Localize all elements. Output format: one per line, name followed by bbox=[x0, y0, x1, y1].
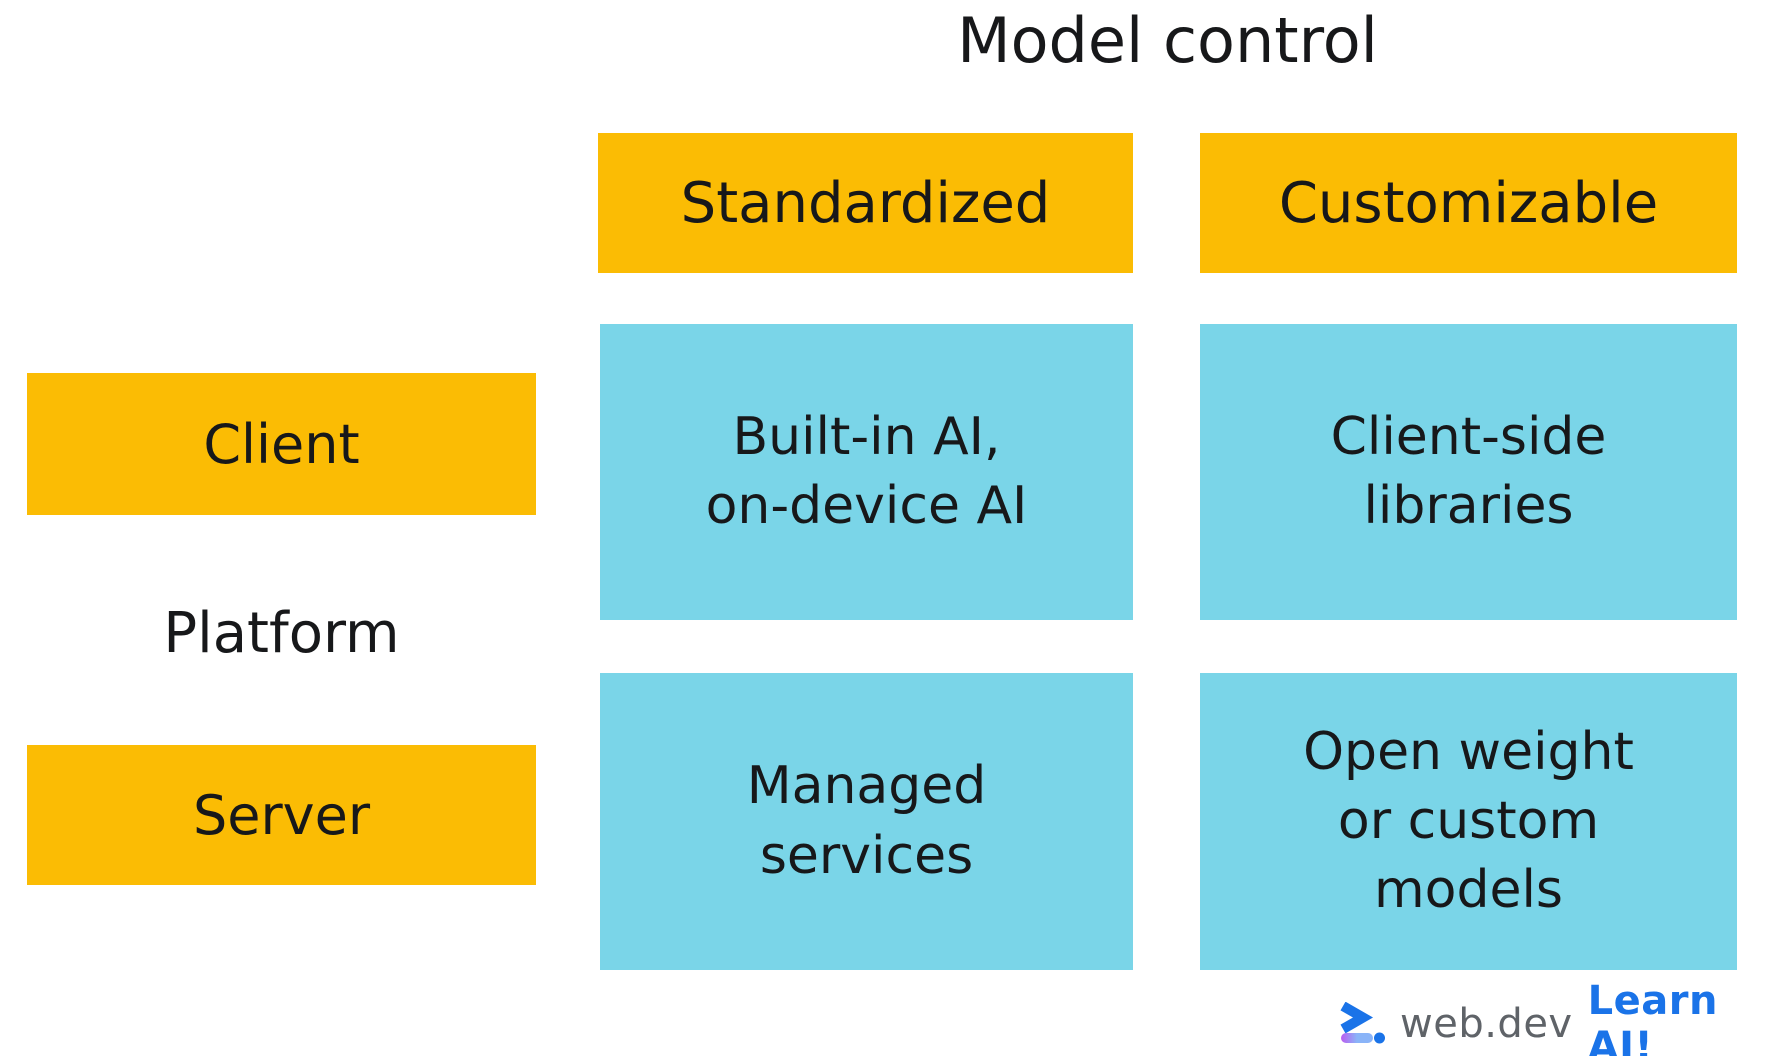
matrix-cell-client-customizable: Client-side libraries bbox=[1200, 324, 1737, 620]
webdev-logo-icon bbox=[1340, 1001, 1385, 1043]
column-header-standardized: Standardized bbox=[598, 133, 1133, 273]
column-header-customizable: Customizable bbox=[1200, 133, 1737, 273]
matrix-cell-server-standardized: Managed services bbox=[600, 673, 1133, 970]
row-header-server: Server bbox=[27, 745, 536, 885]
campaign-label: Learn AI! bbox=[1587, 978, 1718, 1056]
matrix-cell-server-customizable: Open weight or custom models bbox=[1200, 673, 1737, 970]
row-axis-label-platform: Platform bbox=[163, 601, 400, 666]
brand-name: web.dev bbox=[1400, 1001, 1573, 1047]
page-title: Model control bbox=[957, 4, 1378, 77]
footer-branding: web.dev Learn AI! bbox=[1338, 978, 1767, 1056]
matrix-cell-client-standardized: Built-in AI, on-device AI bbox=[600, 324, 1133, 620]
row-header-client: Client bbox=[27, 373, 536, 515]
